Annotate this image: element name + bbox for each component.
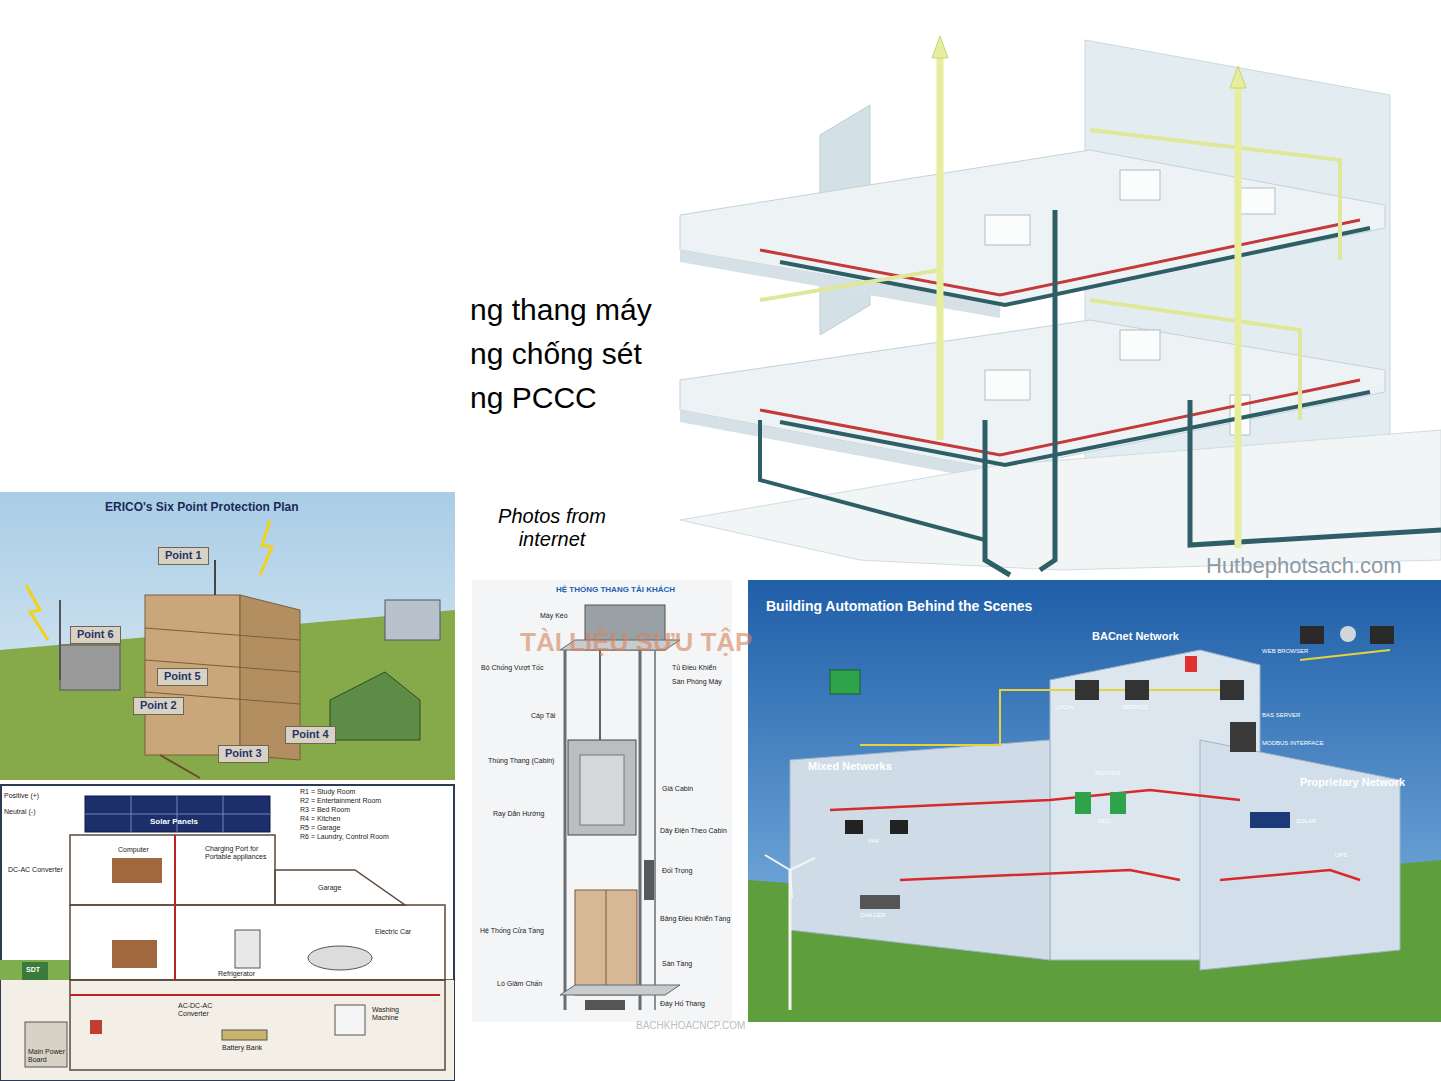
label-text: R3 = Bed Room [300, 806, 350, 814]
label-text: Hệ Thống Cửa Tầng [480, 927, 544, 935]
label-text: CHILLER [860, 912, 885, 919]
plumbing-illustration [678, 0, 1441, 580]
label-text: R5 = Garage [300, 824, 340, 832]
point-box: Point 4 [285, 726, 336, 744]
label-text: BACnet Network [1092, 630, 1179, 643]
label-text: Đối Trọng [662, 867, 692, 875]
label-text: Washing Machine [372, 1006, 422, 1022]
label-text: Garage [318, 884, 341, 892]
label-text: UPS [1335, 852, 1347, 859]
label-text: Sàn Phòng Máy [672, 678, 722, 686]
label-text: TÀI LIỆU SƯU TẬP [520, 628, 752, 658]
label-text: Battery Bank [222, 1044, 267, 1052]
label-text: MODBUS INTERFACE [1262, 740, 1324, 747]
label-text: Máy Kéo [540, 612, 568, 620]
point-label: Point 5 [164, 670, 201, 683]
point-label: Point 2 [140, 699, 177, 712]
label-text: AC-DC-AC Converter [178, 1002, 233, 1018]
label-text: Hutbephotsach.com [1206, 553, 1402, 578]
point-box: Point 1 [158, 547, 209, 565]
point-box: Point 2 [133, 697, 184, 715]
label-text: Bộ Chống Vượt Tốc [481, 664, 543, 672]
label-text: Giá Cabin [662, 785, 693, 793]
label-text: BAS SERVER [1262, 712, 1300, 719]
label-text: Thùng Thang (Cabin) [488, 757, 554, 765]
label-text: WEB BROWSER [1262, 648, 1308, 655]
label-text: Proprietary Network [1300, 776, 1405, 789]
label-text: Photos from internet [487, 505, 617, 551]
label-text: Computer [118, 846, 149, 854]
point-box: Point 6 [70, 626, 121, 644]
label-text: Main Power Board [28, 1048, 68, 1064]
label-text: HỆ THỐNG THANG TẢI KHÁCH [556, 585, 675, 594]
label-text: R6 = Laundry, Control Room [300, 833, 389, 841]
label-text: Neutral (-) [4, 808, 36, 816]
point-box: Point 5 [157, 668, 208, 686]
label-text: Solar Panels [150, 817, 198, 826]
label-text: Sàn Tầng [662, 960, 692, 968]
label-text: ng chống sét [470, 337, 642, 372]
label-text: SDT [26, 966, 40, 974]
label-text: R4 = Kitchen [300, 815, 340, 823]
label-text: LOCAL [1055, 704, 1075, 711]
point-label: Point 4 [292, 728, 329, 741]
label-text: DC-AC Converter [8, 866, 63, 874]
label-text: Đáy Hố Thang [660, 1000, 705, 1008]
label-text: Charging Port for Portable appliances [205, 845, 273, 861]
label-text: ng PCCC [470, 381, 597, 416]
label-text: Positive (+) [4, 792, 39, 800]
label-text: Refrigerator [218, 970, 255, 978]
building-automation-illustration [748, 580, 1441, 1022]
point-label: Point 6 [77, 628, 114, 641]
label-text: SOLAR [1296, 818, 1316, 825]
label-text: Building Automation Behind the Scenes [766, 598, 1032, 614]
label-text: Lò Giảm Chấn [497, 980, 542, 988]
label-text: Cáp Tải [531, 712, 555, 720]
solar-house-illustration [0, 785, 455, 1080]
label-text: ng thang máy [470, 293, 652, 328]
label-text: DDC [1098, 818, 1111, 825]
label-text: Ray Dẫn Hướng [493, 810, 544, 818]
label-text: Mixed Networks [808, 760, 892, 773]
label-text: BACHKHOACNCP.COM [636, 1020, 745, 1032]
label-text: Dây Điện Theo Cabin [660, 827, 727, 835]
label-text: Electric Car [375, 928, 415, 936]
label-text: SERVICE [1122, 704, 1148, 711]
label-text: ROUTER [1095, 770, 1120, 777]
label-text: R1 = Study Room [300, 788, 355, 796]
label-text: VAV [868, 838, 879, 845]
label-text: Tủ Điều Khiển [672, 664, 716, 672]
label-text: ERICO's Six Point Protection Plan [105, 501, 299, 515]
point-box: Point 3 [218, 745, 269, 763]
point-label: Point 3 [225, 747, 262, 760]
label-text: Bảng Điều Khiển Tầng [660, 915, 730, 923]
lightning-protection-illustration [0, 492, 455, 780]
point-label: Point 1 [165, 549, 202, 562]
label-text: R2 = Entertainment Room [300, 797, 381, 805]
